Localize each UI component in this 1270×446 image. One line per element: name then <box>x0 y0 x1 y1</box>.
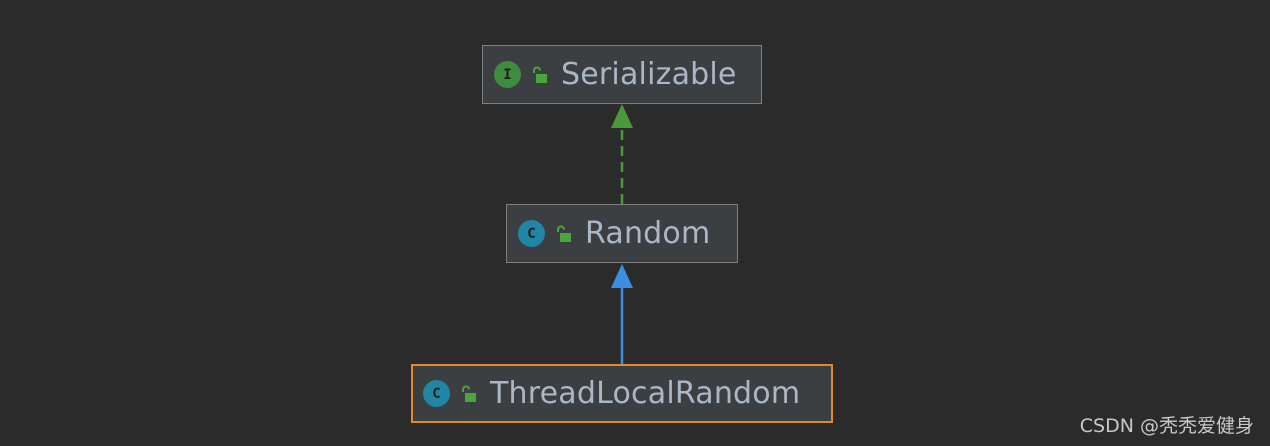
interface-badge-icon: I <box>494 61 521 88</box>
node-label: ThreadLocalRandom <box>490 376 801 411</box>
unlocked-padlock-icon <box>462 385 476 402</box>
node-label: Serializable <box>561 57 737 92</box>
extends-arrowhead <box>611 264 633 288</box>
implements-arrowhead <box>611 104 633 128</box>
edge-random-implements-serializable <box>611 104 633 204</box>
node-threadlocalrandom[interactable]: C ThreadLocalRandom <box>411 364 833 423</box>
class-badge-icon: C <box>518 220 545 247</box>
watermark-text: CSDN @秃秃爱健身 <box>1079 415 1254 437</box>
node-serializable[interactable]: I Serializable <box>482 45 762 104</box>
node-label: Random <box>585 216 711 251</box>
unlocked-padlock-icon <box>557 225 571 242</box>
node-random[interactable]: C Random <box>506 204 738 263</box>
edge-threadlocalrandom-extends-random <box>611 264 633 364</box>
class-badge-icon: C <box>423 380 450 407</box>
unlocked-padlock-icon <box>533 66 547 83</box>
